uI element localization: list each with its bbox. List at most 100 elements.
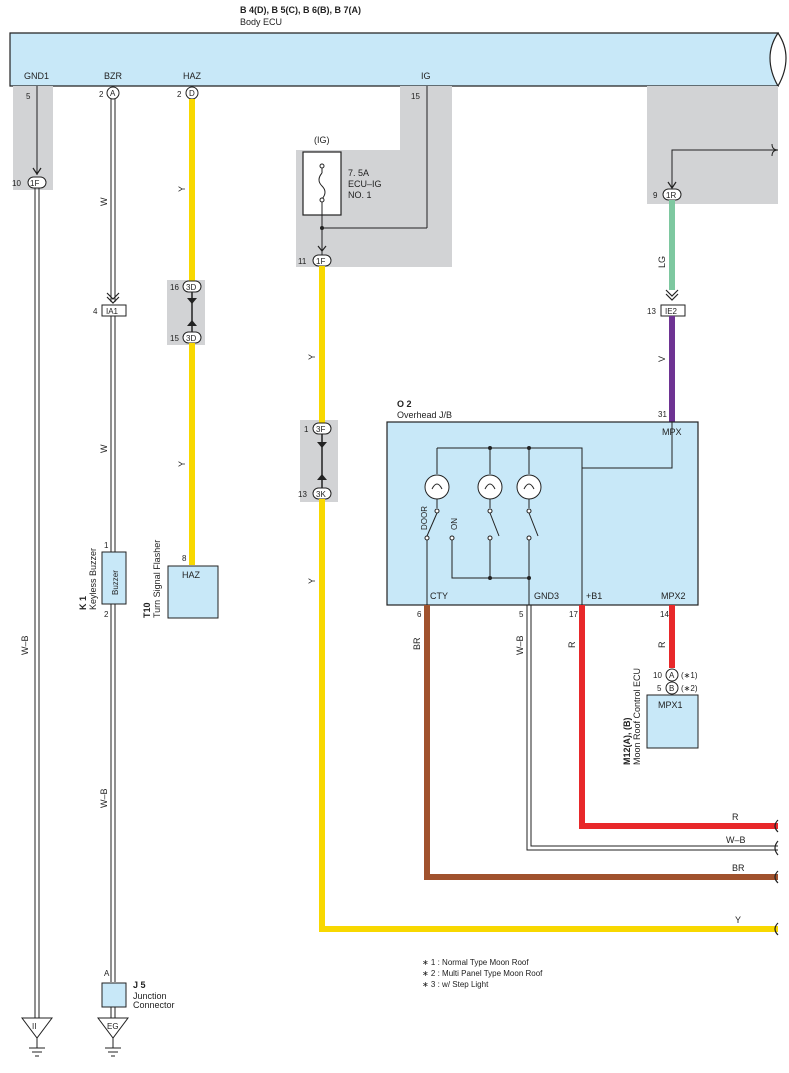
svg-text:Turn Signal Flasher: Turn Signal Flasher	[152, 540, 162, 618]
svg-text:Y: Y	[177, 461, 187, 467]
note-1: ∗ 1 : Normal Type Moon Roof	[422, 958, 529, 967]
svg-text:V: V	[657, 356, 667, 362]
lamp-2	[477, 474, 503, 500]
svg-text:Y: Y	[307, 578, 317, 584]
note-3: ∗ 3 : w/ Step Light	[422, 980, 489, 989]
svg-text:HAZ: HAZ	[182, 570, 201, 580]
svg-text:Junction: Junction	[133, 991, 167, 1001]
svg-text:A: A	[669, 671, 675, 680]
svg-text:(∗1): (∗1)	[681, 671, 698, 680]
conn-m12-a	[665, 668, 679, 682]
svg-text:Moon Roof Control ECU: Moon Roof Control ECU	[632, 668, 642, 765]
svg-text:9: 9	[653, 191, 658, 200]
svg-text:1F: 1F	[316, 257, 325, 266]
shield-gnd1	[13, 86, 53, 190]
svg-text:Y: Y	[307, 354, 317, 360]
svg-text:IE2: IE2	[665, 307, 678, 316]
lamp-door	[424, 474, 450, 500]
svg-text:GND3: GND3	[534, 591, 559, 601]
svg-text:IA1: IA1	[106, 307, 119, 316]
svg-text:Y: Y	[735, 915, 741, 925]
svg-text:10: 10	[653, 671, 662, 680]
ground-eg	[97, 1017, 129, 1039]
svg-text:3D: 3D	[186, 283, 196, 292]
svg-text:16: 16	[170, 283, 179, 292]
svg-text:3K: 3K	[316, 490, 326, 499]
svg-text:R: R	[657, 641, 667, 648]
svg-text:1F: 1F	[30, 179, 39, 188]
svg-text:15: 15	[170, 334, 179, 343]
svg-text:Keyless Buzzer: Keyless Buzzer	[88, 548, 98, 610]
svg-text:W–B: W–B	[20, 635, 30, 655]
svg-text:W: W	[99, 444, 109, 453]
svg-text:13: 13	[298, 490, 307, 499]
svg-text:W–B: W–B	[99, 788, 109, 808]
note-2: ∗ 2 : Multi Panel Type Moon Roof	[422, 969, 543, 978]
svg-text:Overhead J/B: Overhead J/B	[397, 410, 452, 420]
svg-text:5: 5	[519, 610, 524, 619]
svg-text:7. 5A: 7. 5A	[348, 168, 369, 178]
body-ecu-box	[9, 32, 780, 87]
conn-m12-b	[665, 681, 679, 695]
svg-text:6: 6	[417, 610, 422, 619]
svg-text:J 5: J 5	[133, 980, 146, 990]
svg-text:R: R	[567, 641, 577, 648]
svg-text:Y: Y	[177, 186, 187, 192]
svg-text:EG: EG	[107, 1022, 119, 1031]
svg-text:13: 13	[647, 307, 656, 316]
svg-text:15: 15	[411, 92, 420, 101]
svg-text:BR: BR	[732, 863, 745, 873]
ecu-pin-gnd1: GND1	[24, 71, 49, 81]
shield-ig	[296, 86, 452, 267]
svg-text:14: 14	[660, 610, 669, 619]
ecu-component-name: Body ECU	[240, 17, 282, 27]
svg-text:Connector: Connector	[133, 1000, 175, 1010]
svg-text:1: 1	[104, 541, 109, 550]
ground-ii	[21, 1017, 53, 1039]
svg-text:2: 2	[177, 90, 182, 99]
svg-text:II: II	[32, 1022, 36, 1031]
svg-text:5: 5	[657, 684, 662, 693]
ecu-connectors-title: B 4(D), B 5(C), B 6(B), B 7(A)	[240, 5, 361, 15]
svg-text:DOOR: DOOR	[420, 506, 429, 530]
ecu-pin-haz: HAZ	[183, 71, 202, 81]
svg-text:A: A	[110, 89, 116, 98]
svg-text:ON: ON	[450, 518, 459, 530]
svg-text:2: 2	[99, 90, 104, 99]
shield-1r	[647, 86, 778, 204]
svg-text:ECU–IG: ECU–IG	[348, 179, 382, 189]
moon-roof-control-ecu	[646, 694, 699, 749]
svg-text:NO. 1: NO. 1	[348, 190, 372, 200]
svg-text:A: A	[104, 969, 110, 978]
svg-text:+B1: +B1	[586, 591, 602, 601]
svg-text:R: R	[732, 812, 739, 822]
svg-text:10: 10	[12, 179, 21, 188]
svg-text:2: 2	[104, 610, 109, 619]
ecu-pin-bzr: BZR	[104, 71, 123, 81]
svg-text:3F: 3F	[316, 425, 325, 434]
svg-text:MPX2: MPX2	[661, 591, 686, 601]
svg-text:31: 31	[658, 410, 667, 419]
svg-text:D: D	[189, 89, 195, 98]
svg-text:W: W	[99, 197, 109, 206]
svg-text:T10: T10	[142, 602, 152, 618]
svg-text:(∗2): (∗2)	[681, 684, 698, 693]
pin-5: 5	[26, 92, 31, 101]
svg-text:17: 17	[569, 610, 578, 619]
svg-text:M12(A), (B): M12(A), (B)	[622, 718, 632, 766]
svg-text:O 2: O 2	[397, 399, 412, 409]
svg-text:W–B: W–B	[515, 635, 525, 655]
ecu-pin-ig: IG	[421, 71, 431, 81]
svg-text:Buzzer: Buzzer	[111, 570, 120, 595]
svg-text:W–B: W–B	[726, 835, 746, 845]
svg-text:MPX1: MPX1	[658, 700, 683, 710]
lamp-3	[516, 474, 542, 500]
svg-text:(IG): (IG)	[314, 135, 330, 145]
svg-text:3D: 3D	[186, 334, 196, 343]
svg-text:1R: 1R	[666, 191, 676, 200]
svg-text:1: 1	[304, 425, 309, 434]
svg-text:B: B	[669, 684, 674, 693]
svg-text:LG: LG	[657, 256, 667, 268]
svg-text:BR: BR	[412, 637, 422, 650]
